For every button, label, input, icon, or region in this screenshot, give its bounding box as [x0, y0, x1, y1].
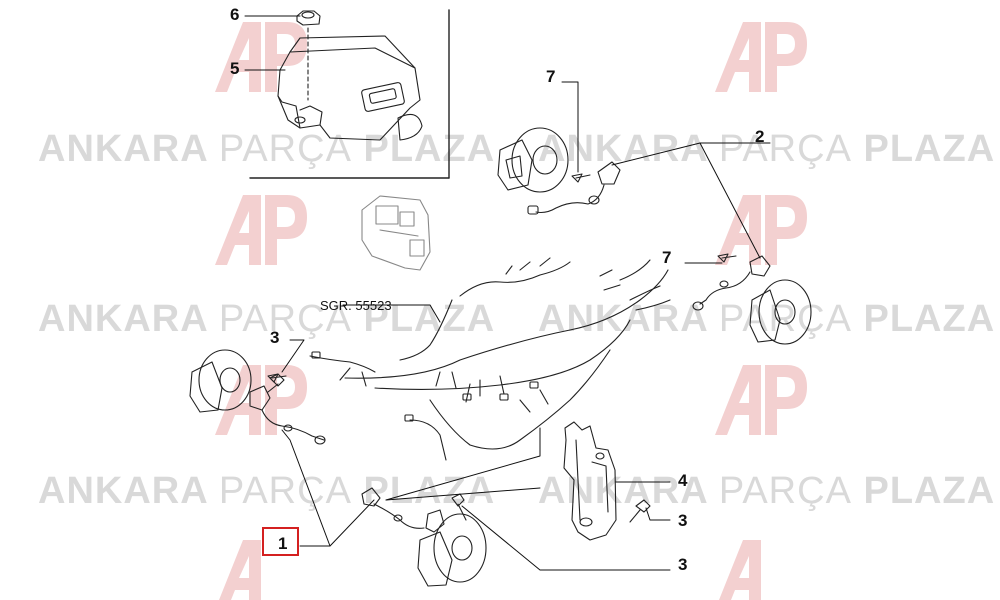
watermark-text: ANKARA PARÇA PLAZA	[538, 298, 996, 340]
ap-logo-icon	[215, 22, 307, 92]
watermark-text: ANKARA PARÇA PLAZA	[38, 470, 496, 512]
ap-logo-icon	[715, 195, 807, 265]
callout-3[interactable]: 3	[678, 555, 688, 574]
wiring-harness	[309, 257, 671, 461]
leader-lines	[244, 15, 771, 571]
bolt	[267, 373, 285, 393]
ap-logo-icon	[719, 540, 761, 600]
inset-frame	[249, 9, 450, 179]
callout-4[interactable]: 4	[678, 471, 688, 490]
callout-2[interactable]: 2	[755, 127, 765, 146]
watermark-text: ANKARA PARÇA PLAZA	[538, 128, 996, 170]
mounting-bracket	[563, 421, 617, 541]
callout-5[interactable]: 5	[230, 59, 240, 78]
ap-logo-icon	[715, 365, 807, 435]
harness-reference-label[interactable]: SGR. 55523	[320, 298, 392, 313]
watermark-text: ANKARA PARÇA PLAZA	[538, 470, 996, 512]
ap-logo-icon	[215, 365, 307, 435]
abs-control-unit	[277, 35, 423, 141]
wheel-speed-sensor-rear-left	[361, 487, 445, 533]
callout-7[interactable]: 7	[662, 248, 672, 267]
hydraulic-modulator	[361, 195, 431, 271]
callout-1[interactable]: 1	[278, 534, 288, 553]
selected-callout-highlight	[262, 527, 299, 556]
callout-7[interactable]: 7	[546, 67, 556, 86]
callout-3[interactable]: 3	[678, 511, 688, 530]
callout-6[interactable]: 6	[230, 5, 240, 24]
nut	[296, 10, 321, 101]
front-left-brake	[497, 127, 569, 193]
bolt	[451, 493, 467, 521]
ap-logo-icon	[215, 195, 307, 265]
rear-left-brake	[417, 513, 487, 587]
watermark-text: ANKARA PARÇA PLAZA	[38, 298, 496, 340]
wheel-speed-sensor-front-right	[249, 373, 326, 445]
wheel-speed-sensor-rear-right	[692, 253, 771, 311]
ap-logo-icon	[219, 540, 261, 600]
wheel-speed-sensor-front	[527, 161, 621, 215]
rear-right-brake	[749, 279, 812, 345]
ap-logo-icon	[715, 22, 807, 92]
bolt	[629, 499, 651, 523]
front-right-brake	[189, 349, 252, 413]
callout-3[interactable]: 3	[270, 328, 280, 347]
